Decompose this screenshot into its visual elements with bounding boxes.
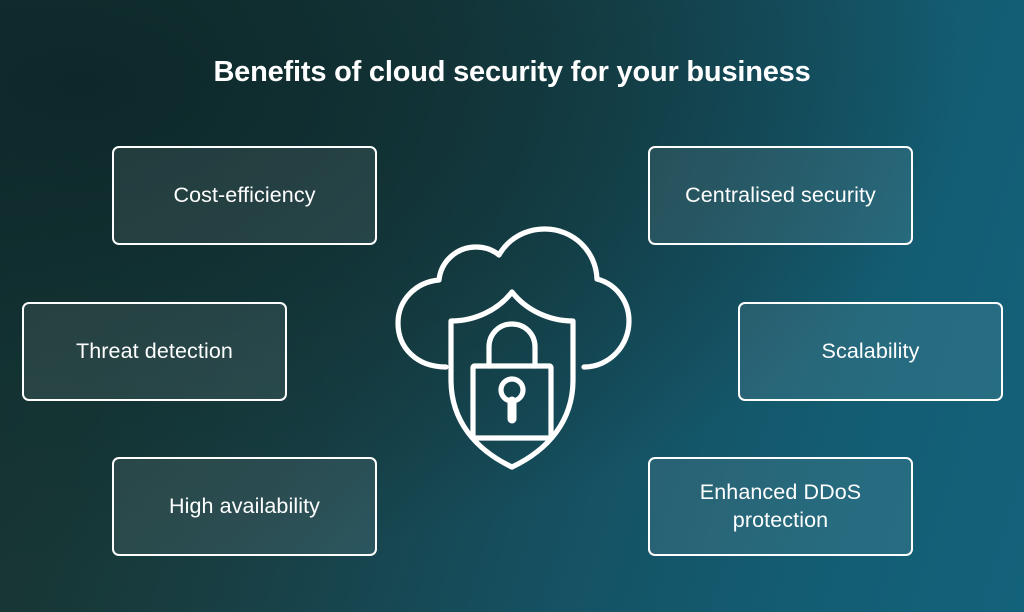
benefit-box-high-availability: High availability xyxy=(112,457,377,556)
keyhole-icon xyxy=(498,376,526,424)
benefit-box-scalability: Scalability xyxy=(738,302,1003,401)
cloud-shield-lock-icon xyxy=(386,222,638,474)
page-title: Benefits of cloud security for your busi… xyxy=(213,56,811,88)
benefit-label: Centralised security xyxy=(685,182,876,207)
benefit-box-enhanced-ddos-protection: Enhanced DDoS protection xyxy=(648,457,913,556)
benefit-box-centralised-security: Centralised security xyxy=(648,146,913,245)
benefit-label: High availability xyxy=(168,493,321,518)
benefit-label: Threat detection xyxy=(76,338,233,363)
benefit-label: Cost-efficiency xyxy=(173,182,316,207)
benefit-box-cost-efficiency: Cost-efficiency xyxy=(112,146,377,245)
padlock-icon xyxy=(470,321,554,441)
benefit-box-threat-detection: Threat detection xyxy=(22,302,287,401)
shield-icon xyxy=(448,289,576,470)
cloud-icon xyxy=(395,226,632,370)
benefit-label: Scalability xyxy=(821,338,920,363)
benefit-label: Enhanced DDoS protection xyxy=(699,479,862,532)
